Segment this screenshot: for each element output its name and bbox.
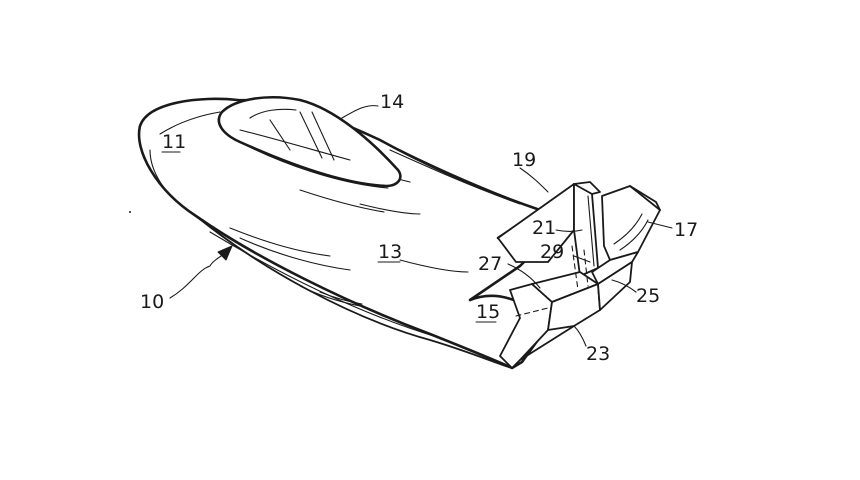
canopy-frame-4 <box>311 111 335 161</box>
body-under-shadow-2 <box>319 291 363 305</box>
left-fin-panel <box>497 183 575 263</box>
body-chine-line <box>209 231 441 339</box>
leader-27 <box>507 263 541 289</box>
label-10: 10 <box>140 291 164 313</box>
canopy-glare <box>249 108 297 119</box>
label-14: 14 <box>380 91 404 113</box>
canopy-frame-3 <box>299 111 323 159</box>
leader-29 <box>573 255 591 263</box>
surface-hatch-4 <box>239 237 351 271</box>
left-fin-strut-edge <box>587 195 595 267</box>
aft-center-block <box>547 283 601 331</box>
body-top-ridge <box>389 149 521 205</box>
label-13: 13 <box>378 241 402 263</box>
hidden-line-3 <box>583 249 589 287</box>
body-side-ridge <box>379 139 541 211</box>
surface-hatch-3 <box>229 227 331 257</box>
label-11: 11 <box>162 131 186 153</box>
right-fin-hatch-2 <box>619 219 649 251</box>
label-19: 19 <box>512 149 536 171</box>
label-25: 25 <box>636 285 660 307</box>
canopy-frame-1 <box>239 129 351 161</box>
label-27: 27 <box>478 253 502 275</box>
arrow-10-head <box>217 245 233 261</box>
leader-19 <box>519 167 549 193</box>
hidden-line-1 <box>515 307 549 317</box>
label-29: 29 <box>540 241 564 263</box>
body-under-shadow <box>299 285 361 307</box>
left-fin-cap <box>573 181 601 195</box>
label-15: 15 <box>476 301 500 323</box>
surface-hatch-2 <box>159 111 221 135</box>
aft-bottom-edge <box>519 325 575 361</box>
leader-14 <box>341 105 379 119</box>
label-17: 17 <box>674 219 698 241</box>
surface-hatch-6 <box>359 203 421 215</box>
surface-hatch-5 <box>299 189 385 213</box>
body-outline <box>137 97 550 370</box>
canopy-frame-2 <box>269 119 291 151</box>
leader-21 <box>555 229 583 233</box>
surface-hatch-1 <box>149 149 189 211</box>
right-fin-hatch <box>613 213 643 245</box>
leader-17 <box>647 221 673 229</box>
label-23: 23 <box>586 343 610 365</box>
label-21: 21 <box>532 217 556 239</box>
left-fin-strut <box>573 183 599 277</box>
leader-25 <box>611 279 637 293</box>
aft-right-block <box>597 261 633 311</box>
surface-hatch-7 <box>399 259 469 273</box>
scan-speck <box>129 211 131 213</box>
leader-23 <box>573 325 587 347</box>
hidden-line-2 <box>571 245 579 291</box>
canopy-base <box>231 137 389 189</box>
arrow-10-shaft <box>169 253 225 299</box>
right-fin-edge <box>629 185 661 211</box>
